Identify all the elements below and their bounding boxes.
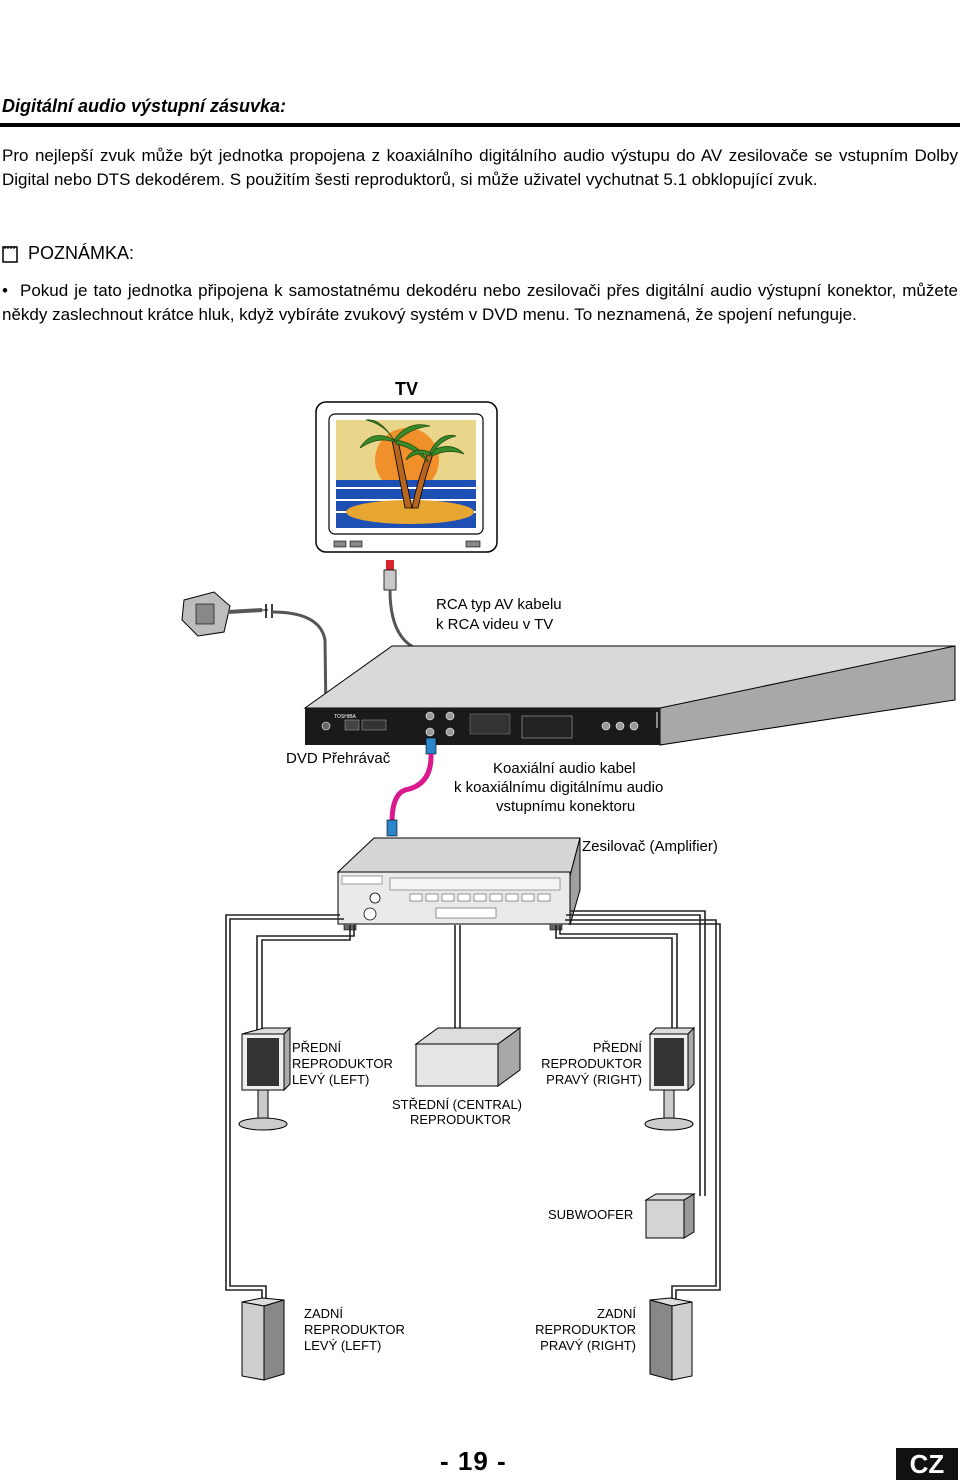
- coax-cable-label-line1: Koaxiální audio kabel: [493, 760, 636, 777]
- note-paragraph: • Pokud je tato jednotka připojena k sam…: [2, 279, 958, 327]
- front-left-label-line1: PŘEDNÍ: [292, 1040, 342, 1055]
- coax-cable-label-line2: k koaxiálnímu digitálnímu audio: [454, 779, 663, 796]
- section-heading: Digitální audio výstupní zásuvka:: [2, 96, 287, 116]
- note-title: POZNÁMKA: [28, 243, 130, 263]
- front-right-label-line2: REPRODUKTOR: [541, 1056, 642, 1071]
- front-left-label-line3: LEVÝ (LEFT): [292, 1072, 369, 1087]
- front-left-speaker: [238, 1026, 292, 1131]
- front-left-label-line2: REPRODUKTOR: [292, 1056, 393, 1071]
- power-plug-icon: [181, 591, 328, 717]
- dvd-brand: TOSHIBA: [334, 714, 357, 720]
- front-right-label-line1: PŘEDNÍ: [593, 1040, 643, 1055]
- rear-right-label-line3: PRAVÝ (RIGHT): [540, 1338, 636, 1353]
- intro-paragraph: Pro nejlepší zvuk může být jednotka prop…: [2, 146, 958, 189]
- note-title-colon: :: [129, 243, 135, 263]
- connection-diagram: TV RCA typ AV kabelu k RCA: [181, 379, 956, 1381]
- tv-screen-island: [346, 500, 474, 524]
- coax-audio-cable: [386, 737, 437, 837]
- rear-left-speaker: [241, 1297, 285, 1381]
- amplifier-label: Zesilovač (Amplifier): [582, 838, 718, 855]
- note-heading: POZNÁMKA:: [2, 243, 134, 264]
- rca-cable-label-line2: k RCA videu v TV: [436, 616, 553, 633]
- note-text: Pokud je tato jednotka připojena k samos…: [2, 281, 958, 324]
- dvd-label: DVD Přehrávač: [286, 750, 391, 767]
- tv-label: TV: [395, 379, 418, 399]
- rear-right-label-line1: ZADNÍ: [597, 1306, 636, 1321]
- rear-left-label-line2: REPRODUKTOR: [304, 1322, 405, 1337]
- speaker-wires: [225, 910, 721, 1300]
- tv-illustration: [315, 401, 498, 553]
- page-number: - 19 -: [440, 1446, 507, 1476]
- heading-divider: [0, 123, 960, 127]
- note-bullet: •: [2, 281, 8, 300]
- amplifier: [336, 837, 581, 931]
- center-speaker: [414, 1027, 522, 1087]
- rear-right-label-line2: REPRODUKTOR: [535, 1322, 636, 1337]
- center-label-line1: STŘEDNÍ (CENTRAL): [392, 1097, 522, 1112]
- rear-right-speaker: [649, 1297, 693, 1381]
- rca-plug-top: [386, 560, 394, 570]
- front-right-speaker: [644, 1026, 696, 1131]
- subwoofer-speaker: [644, 1193, 696, 1239]
- subwoofer-label: SUBWOOFER: [548, 1207, 633, 1222]
- coax-cable-line: [389, 753, 434, 823]
- coax-cable-label-line3: vstupnímu konektoru: [496, 798, 635, 815]
- language-badge: CZ: [896, 1448, 958, 1480]
- note-icon: [2, 245, 18, 263]
- rear-left-label-line1: ZADNÍ: [304, 1306, 343, 1321]
- dvd-player: TOSHIBA: [303, 645, 956, 746]
- front-right-label-line3: PRAVÝ (RIGHT): [546, 1072, 642, 1087]
- rca-cable-label-line1: RCA typ AV kabelu: [436, 596, 562, 613]
- center-label-line2: REPRODUKTOR: [410, 1112, 511, 1127]
- rear-left-label-line3: LEVÝ (LEFT): [304, 1338, 381, 1353]
